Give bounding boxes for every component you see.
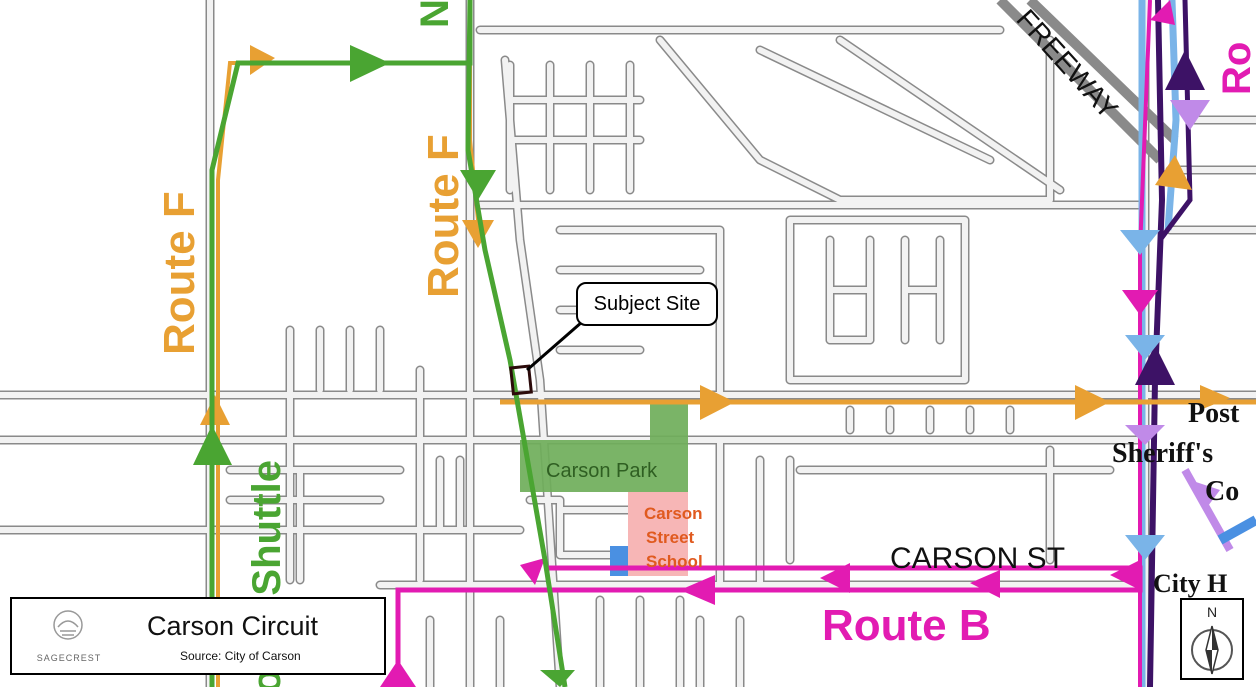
carson-street-school xyxy=(628,492,688,576)
civic-partial-label: Co xyxy=(1205,476,1239,507)
compass-icon xyxy=(1191,625,1233,675)
carson-park-label: Carson Park xyxy=(546,460,658,482)
city-hall-partial-label: City H xyxy=(1153,569,1227,598)
subject-site-marker xyxy=(509,364,533,396)
sheriffs-label: Sheriff's xyxy=(1112,438,1213,469)
freeway-label: FREEWAY xyxy=(1011,3,1125,125)
north-arrow: N xyxy=(1180,598,1244,680)
school-label-3: School xyxy=(646,552,703,571)
sagecrest-logo-icon xyxy=(53,610,83,640)
school-annex xyxy=(610,546,628,576)
post-label: Post xyxy=(1188,398,1240,429)
route-f-west-label: Route F xyxy=(155,191,204,355)
carson-st-label: CARSON ST xyxy=(890,542,1065,575)
route-east-partial-label: Ro xyxy=(1215,42,1256,95)
north-partial-label: N xyxy=(413,0,457,28)
subject-site-label: Subject Site xyxy=(593,292,701,315)
shuttle-line xyxy=(193,0,575,687)
carson-park xyxy=(520,402,688,492)
map-source: Source: City of Carson xyxy=(180,649,301,663)
route-b-label: Route B xyxy=(822,601,991,650)
sagecrest-logo: SAGECREST xyxy=(32,607,106,671)
route-f-center-label: Route F xyxy=(419,134,468,298)
map-title: Carson Circuit xyxy=(147,611,319,641)
route-b-line xyxy=(380,0,1175,687)
subject-site-callout: Subject Site xyxy=(576,282,718,326)
map-title-box: SAGECREST Carson Circuit Source: City of… xyxy=(10,597,386,675)
school-label-1: Carson xyxy=(644,504,703,523)
north-label: N xyxy=(1206,604,1218,620)
route-f-line xyxy=(200,0,1256,687)
school-label-2: Street xyxy=(646,528,695,547)
logo-text: SAGECREST xyxy=(36,653,102,663)
